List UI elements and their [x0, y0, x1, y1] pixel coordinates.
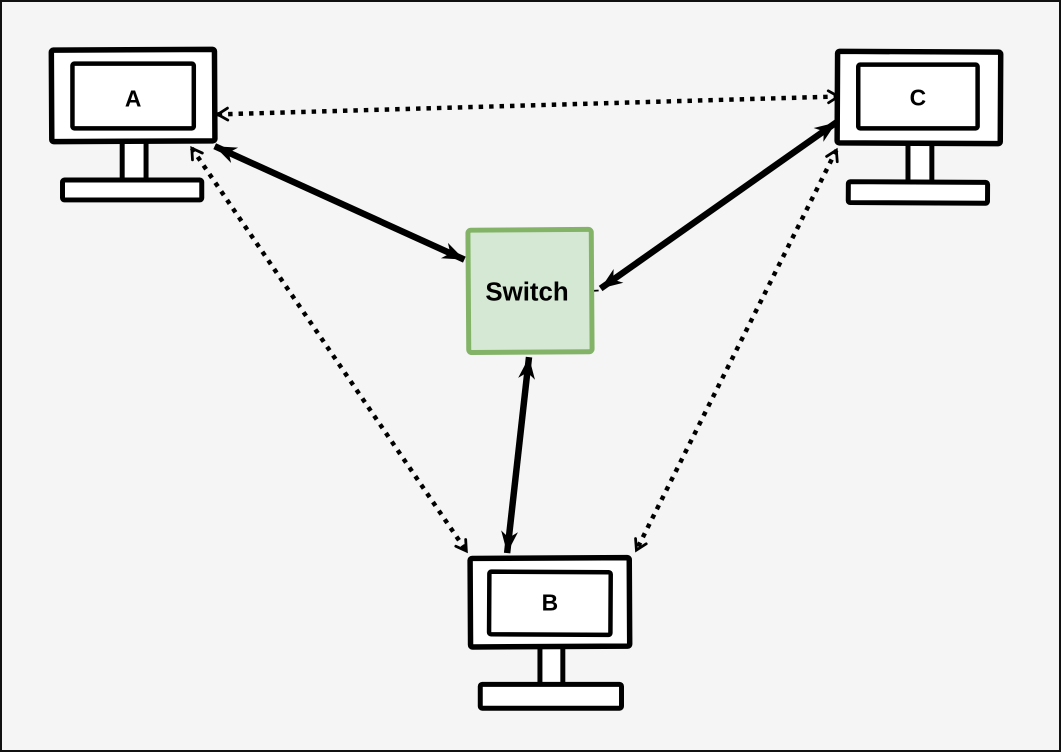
monitor-screen — [856, 62, 980, 131]
monitor-screen — [70, 61, 197, 131]
switch-label: Switch — [485, 278, 568, 306]
node-computer-c: C — [834, 48, 1004, 206]
computer-b-label: B — [542, 590, 559, 616]
edge-c-switch — [598, 119, 839, 292]
monitor-base — [60, 177, 205, 203]
edge-b-switch — [501, 356, 535, 554]
edges — [189, 89, 842, 554]
monitor-screen — [486, 569, 613, 638]
monitor-base — [477, 681, 624, 711]
edge-a-switch — [213, 143, 466, 263]
switch-box — [465, 226, 595, 356]
node-computer-b: B — [467, 554, 633, 711]
edge-a-b — [189, 145, 469, 554]
computer-a-label: A — [125, 85, 142, 111]
node-switch: Switch — [465, 226, 595, 356]
edge-a-c — [214, 89, 842, 122]
node-computer-a: A — [48, 46, 218, 203]
computer-c-label: C — [910, 84, 927, 110]
monitor-base — [845, 179, 991, 206]
edge-c-b — [634, 147, 839, 553]
